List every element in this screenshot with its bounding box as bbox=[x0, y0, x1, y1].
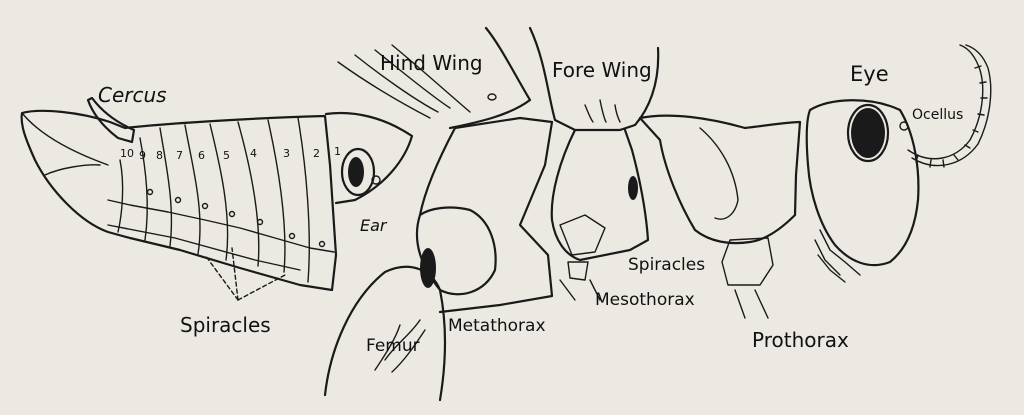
segment-number: 3 bbox=[283, 147, 290, 160]
eye-label: Eye bbox=[850, 62, 889, 86]
spiracles-abdomen-label: Spiracles bbox=[180, 313, 271, 337]
cercus-label: Cercus bbox=[98, 83, 167, 107]
segment-number: 10 bbox=[120, 147, 134, 160]
spiracles-thorax-label: Spiracles bbox=[628, 255, 706, 275]
segment-number: 9 bbox=[139, 149, 146, 162]
mesothorax-drawing bbox=[528, 26, 660, 301]
hind-wing-label: Hind Wing bbox=[380, 51, 483, 75]
abdomen-drawing bbox=[20, 109, 338, 292]
segment-number: 8 bbox=[156, 149, 163, 162]
cercus-drawing bbox=[86, 96, 136, 144]
segment-number: 4 bbox=[250, 147, 257, 160]
femur-label: Femur bbox=[366, 336, 420, 356]
metathorax-drawing bbox=[415, 116, 554, 314]
segment-number: 5 bbox=[223, 149, 230, 162]
femur-drawing bbox=[323, 265, 447, 402]
segment-number: 2 bbox=[313, 147, 320, 160]
metathorax-label: Metathorax bbox=[448, 316, 546, 336]
segment-number: 6 bbox=[198, 149, 205, 162]
fore-wing-label: Fore Wing bbox=[552, 58, 652, 82]
ear-drawing bbox=[324, 111, 414, 205]
prothorax-drawing bbox=[638, 114, 802, 319]
head-drawing bbox=[805, 44, 992, 283]
spiracles-pointer-lines bbox=[204, 247, 286, 301]
mesothorax-label: Mesothorax bbox=[595, 290, 695, 310]
prothorax-label: Prothorax bbox=[752, 328, 849, 352]
ear-label: Ear bbox=[360, 216, 387, 235]
ocellus-label: Ocellus bbox=[912, 107, 964, 123]
segment-number: 1 bbox=[334, 145, 341, 158]
segment-number: 7 bbox=[176, 149, 183, 162]
hind-wing-drawing bbox=[337, 26, 532, 130]
